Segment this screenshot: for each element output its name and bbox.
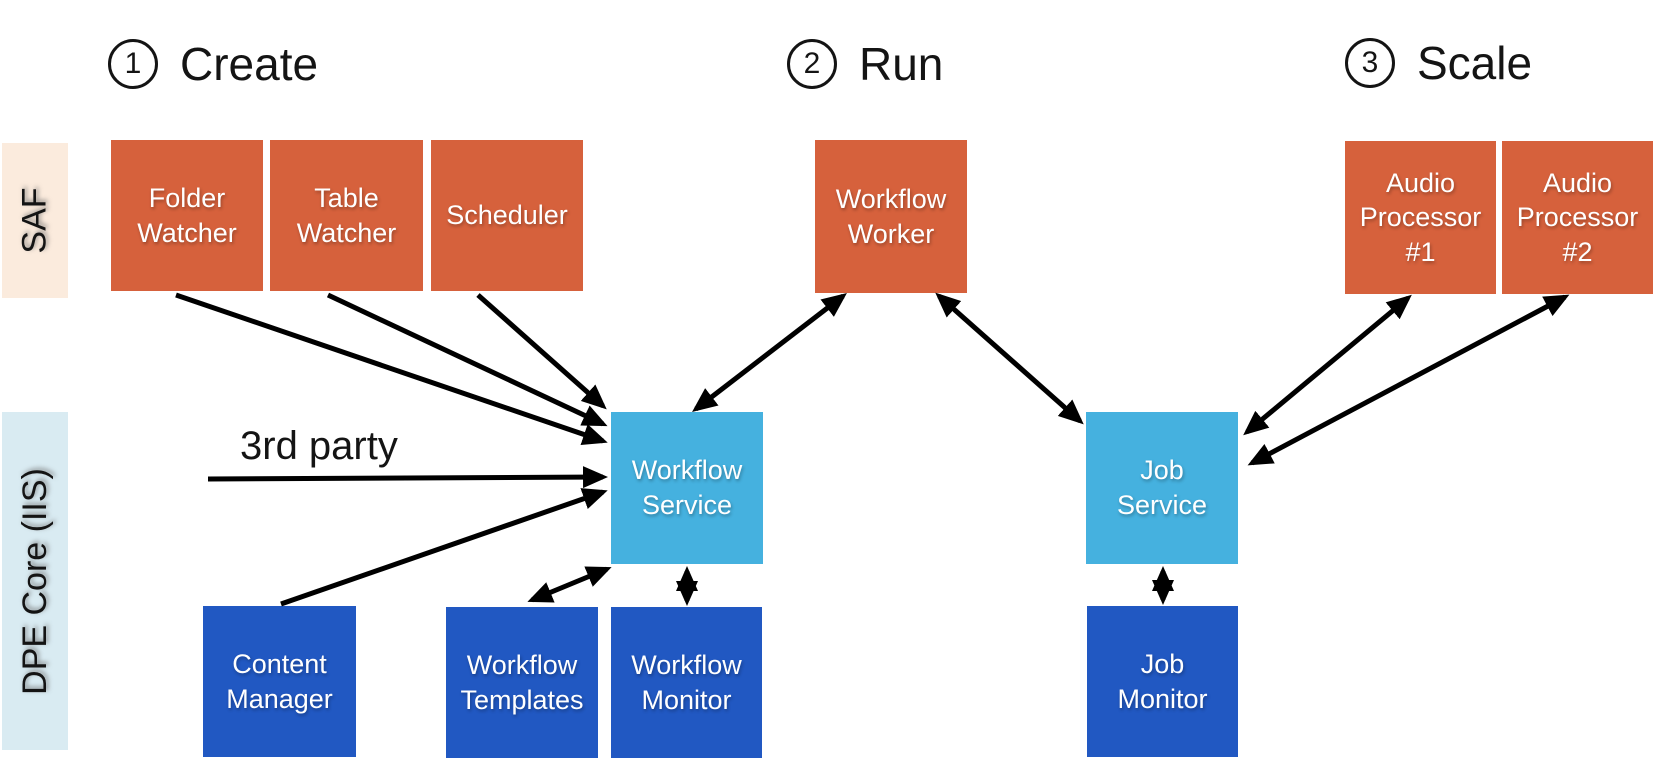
node-audio-processor-2-label: Audio Processor #2 (1516, 167, 1639, 267)
arrow-job-service-audio-processor-1 (1243, 294, 1412, 436)
step-1-number-badge: 1 (108, 39, 158, 89)
lane-saf: SAF (2, 143, 68, 298)
step-1-create: 1 Create (108, 36, 318, 92)
node-scheduler-label: Scheduler (446, 200, 568, 231)
arrow-third-party-to-workflow-service (207, 466, 608, 489)
arrow-workflow-worker-job-service (935, 292, 1084, 425)
node-workflow-worker: Workflow Worker (815, 140, 967, 293)
node-content-manager-label: Content Manager (226, 648, 333, 714)
arrow-table-watcher-to-workflow-service (326, 292, 608, 427)
step-3-number-badge: 3 (1345, 38, 1395, 88)
node-workflow-worker-label: Workflow Worker (835, 183, 947, 249)
node-table-watcher-label: Table Watcher (296, 182, 397, 248)
node-job-service: Job Service (1086, 412, 1238, 564)
node-workflow-templates: Workflow Templates (446, 607, 598, 758)
node-workflow-service-label: Workflow Service (631, 455, 743, 520)
node-table-watcher: Table Watcher (270, 140, 423, 291)
node-audio-processor-1: Audio Processor #1 (1345, 141, 1496, 294)
arrow-workflow-service-workflow-templates (527, 566, 612, 603)
arrow-folder-watcher-to-workflow-service (175, 292, 608, 445)
arrow-scheduler-to-workflow-service (476, 293, 607, 410)
node-workflow-service: Workflow Service (611, 412, 763, 564)
arrow-job-service-audio-processor-2 (1247, 294, 1570, 466)
third-party-label: 3rd party (240, 424, 398, 468)
step-2-run: 2 Run (787, 36, 943, 92)
node-job-monitor: Job Monitor (1087, 606, 1238, 757)
arrow-workflow-service-workflow-worker (692, 292, 847, 413)
node-workflow-monitor: Workflow Monitor (611, 607, 762, 758)
node-workflow-monitor-label: Workflow Monitor (631, 649, 742, 715)
arrow-content-manager-to-workflow-service (280, 488, 608, 607)
node-audio-processor-2: Audio Processor #2 (1502, 141, 1653, 294)
lane-dpe-core-iis: DPE Core (IIS) (2, 412, 68, 750)
node-content-manager: Content Manager (203, 606, 356, 757)
node-scheduler: Scheduler (431, 140, 583, 291)
step-3-scale: 3 Scale (1345, 35, 1532, 91)
step-2-number-badge: 2 (787, 39, 837, 89)
node-workflow-templates-label: Workflow Templates (460, 649, 584, 715)
node-folder-watcher-label: Folder Watcher (137, 182, 237, 248)
node-audio-processor-1-label: Audio Processor #1 (1359, 167, 1482, 267)
step-2-label: Run (859, 38, 944, 90)
node-job-monitor-label: Job Monitor (1117, 648, 1208, 714)
node-job-service-label: Job Service (1116, 455, 1208, 520)
node-folder-watcher: Folder Watcher (111, 140, 263, 291)
step-1-label: Create (180, 38, 319, 90)
step-3-label: Scale (1417, 37, 1533, 89)
